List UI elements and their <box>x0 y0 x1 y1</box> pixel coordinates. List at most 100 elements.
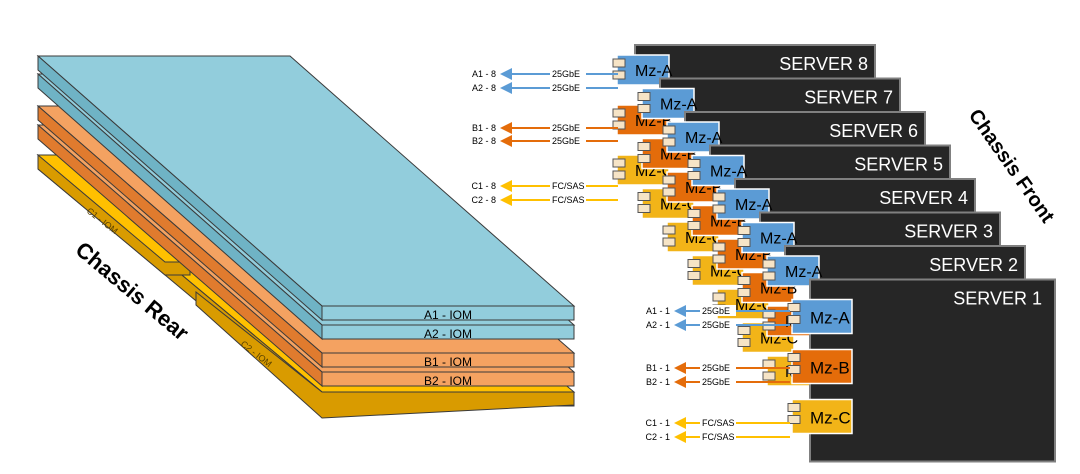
link-label: A2 - 8 <box>472 83 496 93</box>
mz-port-1 <box>612 158 626 168</box>
server-7: SERVER 7Mz-AMz-BMz-C <box>637 77 901 220</box>
link-arrowhead <box>674 362 686 374</box>
mz-a-card: Mz-A <box>612 54 673 86</box>
mz-port-1 <box>637 142 651 151</box>
server-label: SERVER 3 <box>904 222 993 242</box>
mz-port-1 <box>787 403 801 412</box>
mz-label: Mz-A <box>660 97 698 114</box>
server-body <box>784 245 1026 282</box>
server-label: SERVER 6 <box>829 121 918 141</box>
link-label: C1 - 1 <box>645 418 670 428</box>
mz-port-1 <box>662 225 676 235</box>
link-speed-bg <box>700 417 736 428</box>
mz-port-2 <box>787 415 801 424</box>
server-label: SERVER 2 <box>929 255 1018 275</box>
link-speed-bg <box>550 180 586 191</box>
mz-port-1 <box>737 226 751 235</box>
link-label: A1 - 8 <box>472 69 496 79</box>
link-arrowhead <box>674 431 686 443</box>
mz-port-1 <box>662 125 676 135</box>
mz-port-2 <box>762 371 776 381</box>
link-speed-bg <box>700 431 736 442</box>
mz-port-1 <box>787 353 801 362</box>
mz-port-2 <box>787 365 801 374</box>
a1-iom-slab-front <box>321 305 575 321</box>
mz-port-1 <box>612 108 626 118</box>
link-label: B1 - 1 <box>646 363 670 373</box>
link-speed: 25GbE <box>552 136 580 146</box>
mz-port-2 <box>637 104 651 113</box>
link-c2-8: FC/SAS C2 - 8 <box>471 194 618 206</box>
link-arrowhead <box>500 180 512 192</box>
link-c1-1: FC/SAS C1 - 1 <box>645 417 790 429</box>
mz-label: Mz-A <box>635 63 673 80</box>
mz-port-2 <box>612 120 626 130</box>
mz-card-body <box>791 298 853 335</box>
mz-port-2 <box>712 204 726 214</box>
mz-port-1 <box>687 259 701 268</box>
link-label: C2 - 8 <box>471 195 496 205</box>
server-5: SERVER 5Mz-AMz-BMz-C <box>687 144 951 287</box>
server-label: SERVER 8 <box>779 54 868 74</box>
mz-label: Mz-A <box>735 197 773 214</box>
mz-card-body <box>791 398 853 435</box>
mz-label: Mz-A <box>685 130 723 147</box>
link-speed-bg <box>550 135 586 146</box>
mz-a-card: Mz-A <box>787 298 853 335</box>
link-arrowhead <box>500 122 512 134</box>
link-label: B1 - 8 <box>472 123 496 133</box>
mz-port-2 <box>687 271 701 280</box>
link-label: A2 - 1 <box>646 320 670 330</box>
mz-port-1 <box>687 159 701 168</box>
b2-iom-slab-front <box>321 371 575 387</box>
mz-card-body <box>616 54 670 86</box>
link-arrowhead <box>500 194 512 206</box>
link-speed-bg <box>700 376 736 387</box>
chassis-front-label: Chassis Front <box>964 105 1059 227</box>
link-speed-bg <box>700 305 736 316</box>
b1-iom-label: B1 - IOM <box>424 355 472 369</box>
link-label: C1 - 8 <box>471 181 496 191</box>
mz-label: Mz-C <box>810 409 851 428</box>
mz-port-2 <box>662 237 676 247</box>
mz-port-1 <box>762 259 776 269</box>
server-label: SERVER 7 <box>804 88 893 108</box>
link-speed: 25GbE <box>552 69 580 79</box>
mz-port-1 <box>612 58 626 68</box>
mz-port-1 <box>712 192 726 202</box>
link-speed: 25GbE <box>702 320 730 330</box>
mz-card-body <box>691 154 745 187</box>
server-label: SERVER 1 <box>953 289 1042 309</box>
link-speed-bg <box>700 319 736 330</box>
link-speed: 25GbE <box>702 306 730 316</box>
mz-port-1 <box>737 276 751 285</box>
a2-iom-slab-front <box>321 324 575 340</box>
link-speed: 25GbE <box>702 363 730 373</box>
link-a1-8: 25GbE A1 - 8 <box>472 68 618 80</box>
mz-port-1 <box>787 303 801 312</box>
a1-iom-label: A1 - IOM <box>424 308 472 322</box>
link-speed-bg <box>700 362 736 373</box>
link-arrowhead <box>500 82 512 94</box>
mz-port-1 <box>712 242 726 252</box>
mz-label: Mz-A <box>710 164 748 181</box>
mz-port-2 <box>787 315 801 324</box>
link-speed-bg <box>550 68 586 79</box>
mz-port-1 <box>637 92 651 101</box>
link-speed: FC/SAS <box>702 418 735 428</box>
mz-port-2 <box>687 171 701 180</box>
link-speed: FC/SAS <box>552 195 585 205</box>
b1-iom-slab-front <box>321 352 575 368</box>
mz-port-2 <box>637 154 651 163</box>
mz-port-2 <box>612 170 626 180</box>
mz-port-1 <box>712 292 726 302</box>
b2-iom-label: B2 - IOM <box>424 374 472 388</box>
mz-a-card: Mz-A <box>687 154 748 187</box>
mz-label: Mz-A <box>760 231 798 248</box>
